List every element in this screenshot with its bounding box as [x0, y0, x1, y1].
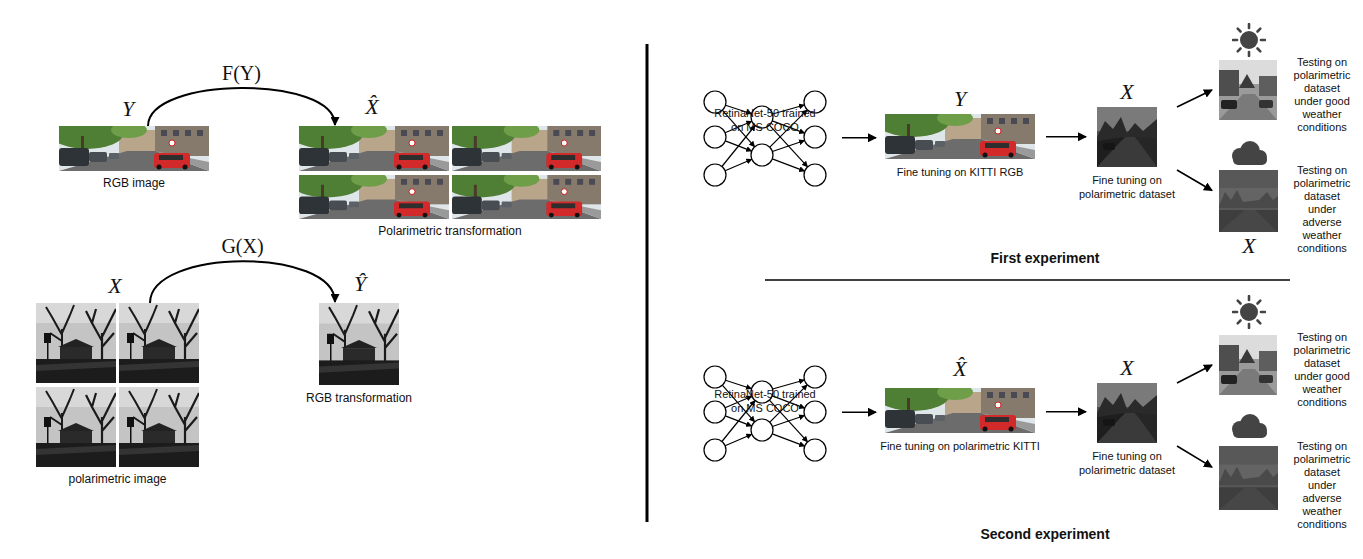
- section-title: Second experiment: [945, 526, 1145, 543]
- math-symbol: X: [104, 273, 126, 299]
- image-node: RetinaNet-50 trained on MS COCO: [703, 365, 827, 463]
- image-node: X̂Fine tuning on polarimetric KITTI: [885, 388, 1035, 433]
- caption-text: Testing on polarimetric dataset under go…: [1289, 56, 1355, 134]
- edge-label: G(X): [219, 234, 265, 258]
- image-node: ŶRGB transformation: [319, 303, 399, 385]
- connector-arrow: [1177, 365, 1212, 383]
- polarimetric-thumbnails: [36, 303, 399, 467]
- connector-arrow: [1177, 170, 1212, 190]
- math-symbol: X̂: [359, 94, 385, 120]
- image-node: RetinaNet-50 trained on MS COCO: [703, 90, 827, 188]
- caption-text: Testing on polarimetric dataset under ad…: [1289, 164, 1355, 255]
- caption-text: RGB image: [39, 176, 229, 191]
- caption-text: Fine tuning on KITTI RGB: [865, 165, 1055, 179]
- caption-text: Testing on polarimetric dataset under ad…: [1289, 440, 1355, 531]
- math-symbol: X̂: [949, 356, 971, 382]
- caption-text: Testing on polarimetric dataset under go…: [1289, 331, 1355, 409]
- image-node: Testing on polarimetric dataset under go…: [1219, 335, 1277, 395]
- connector-arrow: [842, 137, 876, 139]
- connector-arrow: [1177, 90, 1212, 107]
- caption-text: RetinaNet-50 trained on MS COCO: [710, 387, 820, 415]
- image-node: Xpolarimetric image: [36, 303, 199, 467]
- connector-arrow: [842, 411, 876, 413]
- section-title: First experiment: [945, 250, 1145, 267]
- separator-line: [765, 279, 1290, 281]
- image-node: YFine tuning on KITTI RGB: [885, 114, 1035, 159]
- image-node: XFine tuning on polarimetric dataset: [1097, 107, 1157, 167]
- connector-arrow: [148, 88, 335, 126]
- edge-label: F(Y): [220, 61, 263, 85]
- image-node: Testing on polarimetric dataset under ad…: [1219, 170, 1278, 232]
- caption-text: RGB transformation: [279, 391, 439, 406]
- math-symbol: Ŷ: [349, 271, 371, 297]
- image-node: Testing on polarimetric dataset under go…: [1219, 60, 1277, 120]
- caption-text: polarimetric image: [16, 472, 219, 487]
- image-node: YRGB image: [59, 126, 209, 171]
- connector-arrow: [1046, 411, 1086, 413]
- math-symbol: Y: [949, 86, 971, 112]
- caption-text: Fine tuning on polarimetric dataset: [1072, 449, 1182, 477]
- math-symbol: X: [1116, 355, 1138, 381]
- divider-line: [646, 44, 649, 522]
- image-node: X̂Polarimetric transformation: [299, 126, 601, 219]
- connector-arrow: [1046, 136, 1086, 138]
- math-symbol: X: [1238, 233, 1260, 259]
- second-experiment-figures: [704, 296, 1278, 510]
- caption-text: Polarimetric transformation: [299, 224, 601, 239]
- connector-arrow: [150, 261, 335, 303]
- math-symbol: X: [1116, 79, 1138, 105]
- image-node: Testing on polarimetric dataset under ad…: [1219, 446, 1278, 510]
- first-experiment-figures: [704, 24, 1278, 232]
- caption-text: RetinaNet-50 trained on MS COCO: [710, 106, 820, 134]
- math-symbol: Y: [117, 96, 139, 122]
- caption-text: Fine tuning on polarimetric KITTI: [865, 439, 1055, 453]
- caption-text: Fine tuning on polarimetric dataset: [1072, 173, 1182, 201]
- image-node: XFine tuning on polarimetric dataset: [1097, 383, 1157, 443]
- rgb-thumbnails: [51, 119, 601, 219]
- connector-arrow: [1177, 446, 1212, 467]
